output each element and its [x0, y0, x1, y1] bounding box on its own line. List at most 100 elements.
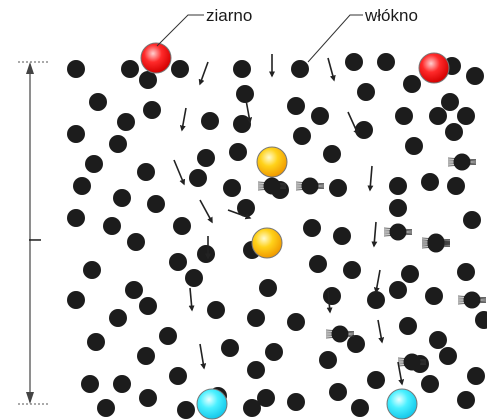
fiber-dot — [247, 361, 265, 379]
fiber-dot — [475, 311, 487, 329]
fiber-arrow — [327, 57, 336, 82]
fiber-side-view — [447, 153, 477, 171]
fiber-dot — [311, 107, 329, 125]
fiber-dot — [301, 177, 319, 195]
fiber-arrow — [199, 199, 213, 224]
fiber-dot — [113, 375, 131, 393]
grain-yellow — [251, 227, 283, 259]
fiber-arrow — [371, 221, 378, 248]
fiber-dot — [347, 335, 365, 353]
fiber-side-view — [421, 233, 451, 251]
fiber-dot — [357, 83, 375, 101]
fiber-dot — [257, 389, 275, 407]
fiber-arrow — [397, 361, 405, 386]
fiber-dot — [467, 367, 485, 385]
grain-yellow — [256, 146, 288, 178]
fiber-dot — [67, 209, 85, 227]
fiber-dot — [457, 107, 475, 125]
fiber-dot — [323, 287, 341, 305]
fiber-dot — [139, 389, 157, 407]
fiber-arrow — [198, 61, 209, 86]
fiber-dot — [403, 75, 421, 93]
fiber-dot — [113, 189, 131, 207]
fiber-arrow — [347, 111, 359, 136]
fiber-dot — [377, 53, 395, 71]
fiber-dot — [405, 137, 423, 155]
fiber-dot — [171, 60, 189, 78]
fiber-dot — [421, 375, 439, 393]
fiber-dot — [233, 115, 251, 133]
fiber-dot — [355, 121, 373, 139]
fiber-arrow — [227, 209, 252, 220]
fiber-dot — [429, 107, 447, 125]
fiber-side-view — [295, 177, 325, 195]
fiber-arrows — [173, 54, 405, 386]
fiber-dot — [425, 287, 443, 305]
fiber-side-view — [257, 177, 287, 195]
fiber-dot — [109, 309, 127, 327]
fiber-arrow — [199, 343, 207, 370]
fiber-dot — [221, 339, 239, 357]
fiber-dot — [233, 60, 251, 78]
fiber-side-view — [457, 291, 487, 309]
length-label: l — [26, 238, 45, 242]
fiber-dot — [67, 291, 85, 309]
fiber-side-views — [257, 153, 487, 371]
fiber-dot — [463, 291, 481, 309]
fiber-dot — [197, 245, 215, 263]
fiber-dot — [229, 143, 247, 161]
fiber-dot — [169, 367, 187, 385]
fiber-dot — [389, 223, 407, 241]
fiber-dot — [159, 327, 177, 345]
fiber-dot — [89, 93, 107, 111]
fiber-dot — [329, 179, 347, 197]
fiber-dot — [345, 53, 363, 71]
fiber-dot — [403, 353, 421, 371]
fiber-dot — [457, 391, 475, 409]
fiber-dot — [139, 71, 157, 89]
fiber-dot — [125, 281, 143, 299]
fiber-dot — [331, 325, 349, 343]
fiber-dot — [67, 60, 85, 78]
fiber-arrow — [326, 289, 333, 314]
fiber-dot — [445, 123, 463, 141]
fiber-dot — [429, 331, 447, 349]
fiber-dot — [441, 93, 459, 111]
grain-callout: ziarno — [156, 6, 252, 47]
fiber-arrow — [188, 287, 195, 312]
fiber-dot — [367, 291, 385, 309]
dimension-arrow-bottom — [26, 392, 34, 404]
fiber-dot — [421, 173, 439, 191]
fiber-dot — [389, 177, 407, 195]
fiber-arrow — [173, 159, 186, 186]
fiber-dot — [67, 125, 85, 143]
grains — [140, 42, 450, 420]
fiber-dot — [147, 195, 165, 213]
fiber-dot — [389, 281, 407, 299]
fiber-dot — [287, 313, 305, 331]
fiber-dot — [259, 279, 277, 297]
fiber-dot — [189, 169, 207, 187]
fiber-dot — [247, 309, 265, 327]
dimension-arrow-top — [26, 62, 34, 74]
fiber-dot — [81, 375, 99, 393]
fiber-dot — [177, 401, 195, 419]
fiber-dot — [395, 107, 413, 125]
fiber-dot — [427, 233, 445, 251]
fiber-side-view — [397, 353, 427, 371]
fiber-dot — [207, 301, 225, 319]
fiber-dot — [291, 60, 309, 78]
fiber-dot — [83, 261, 101, 279]
fiber-dot — [85, 155, 103, 173]
fiber-dot — [121, 60, 139, 78]
grain-cyan — [196, 388, 228, 420]
fiber-arrow — [245, 99, 253, 124]
fiber-dot — [323, 145, 341, 163]
fiber-dot — [127, 233, 145, 251]
grain-leader-line — [156, 14, 204, 47]
fiber-dot — [287, 97, 305, 115]
fiber-dot — [287, 393, 305, 411]
fiber-dot — [389, 199, 407, 217]
grain-red — [418, 52, 450, 84]
